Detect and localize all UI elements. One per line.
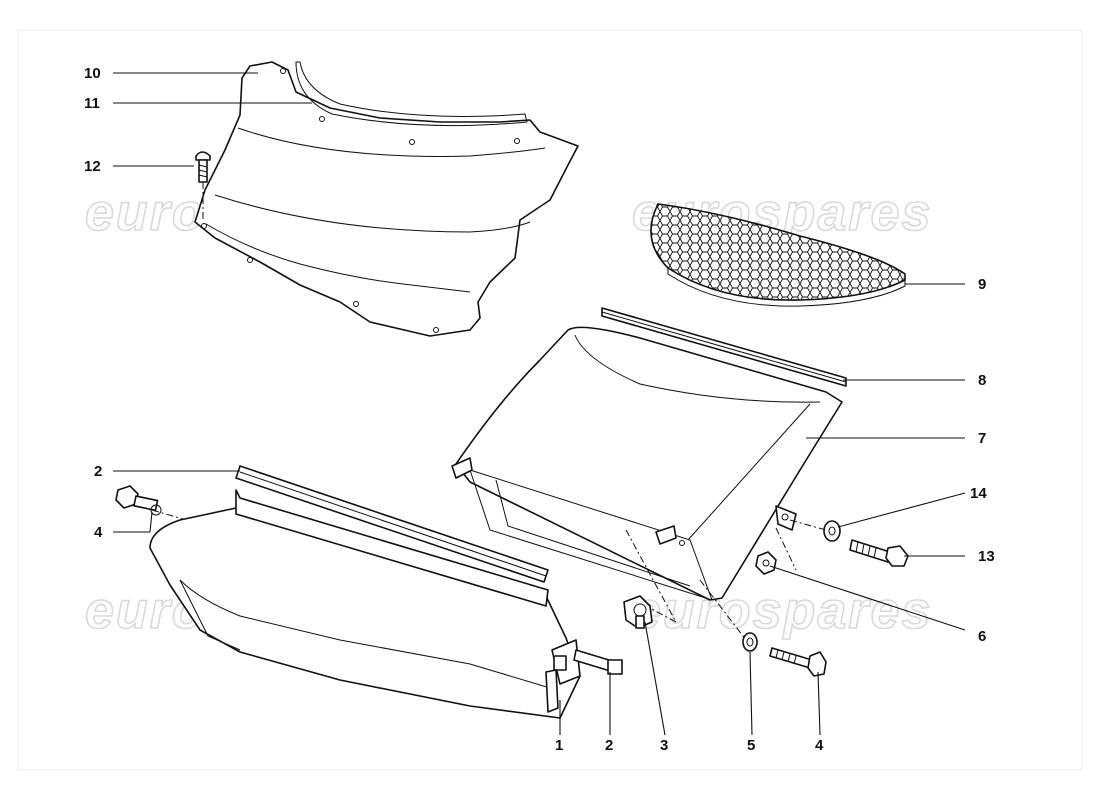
callout-7: 7 — [978, 430, 986, 447]
bolt-4-left-part — [115, 485, 162, 516]
callout-11: 11 — [84, 95, 100, 112]
callout-3: 3 — [660, 737, 668, 754]
washer-5-part — [742, 632, 758, 652]
callout-2-bottom: 2 — [605, 737, 613, 754]
callout-8: 8 — [978, 372, 986, 389]
callout-4-bottom: 4 — [815, 737, 824, 754]
leader-lines — [113, 72, 966, 736]
seal-strip-2-part — [235, 465, 623, 675]
callout-12: 12 — [84, 158, 101, 175]
callout-1: 1 — [555, 737, 563, 754]
screw-12-part — [195, 151, 211, 222]
lower-duct-part — [149, 489, 581, 719]
washer-14-part — [823, 520, 841, 542]
callout-2-left: 2 — [94, 463, 102, 480]
frame-border — [17, 29, 1083, 771]
callout-14: 14 — [970, 485, 987, 502]
mesh-grille-part — [650, 203, 906, 307]
callout-labels: 10 11 12 9 8 7 2 4 14 13 6 1 2 3 5 4 — [84, 65, 995, 754]
intake-duct-part — [451, 326, 843, 601]
callout-9: 9 — [978, 276, 986, 293]
upper-shroud-part — [194, 61, 579, 337]
callout-13: 13 — [978, 548, 995, 565]
watermark-4: eurospares — [632, 582, 932, 640]
callout-4-left: 4 — [94, 524, 103, 541]
callout-5: 5 — [747, 737, 755, 754]
nut-3-part — [623, 595, 653, 629]
callout-10: 10 — [84, 65, 101, 82]
callout-6: 6 — [978, 628, 986, 645]
nut-6-part — [755, 551, 777, 575]
bolt-13-part — [849, 539, 909, 567]
seal-strip-8-part — [601, 307, 847, 387]
bolt-4-right-part — [769, 647, 827, 677]
